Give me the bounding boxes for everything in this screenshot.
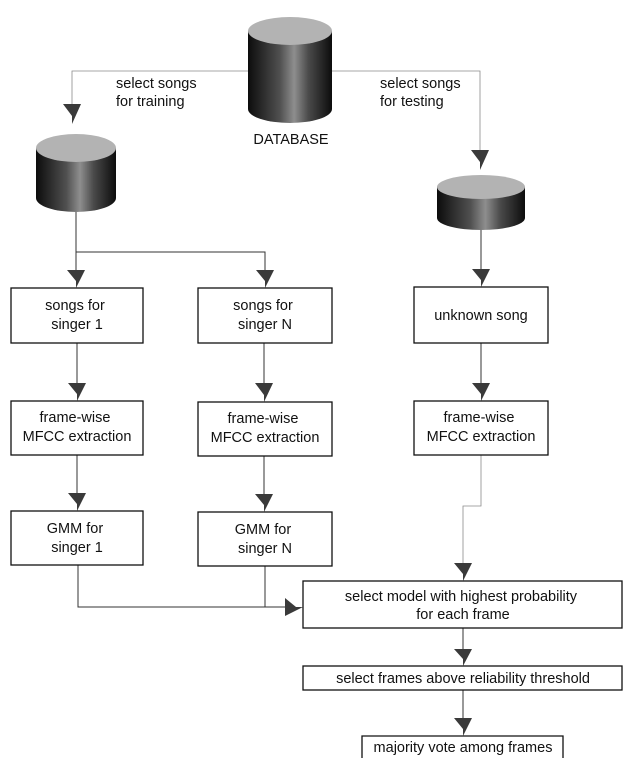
- training-songs-cylinder: [36, 134, 116, 212]
- svg-text:frame-wise MFCC extracti: frame-wise MFCC extraction: [211, 411, 320, 446]
- box-mfcc-singer-1-line-2: MFCC extraction: [23, 429, 132, 445]
- box-mfcc-unknown-line-1: frame-wise: [444, 410, 515, 426]
- edge-label-testing: select songs for testing: [380, 76, 465, 110]
- arrowhead-majority-vote: [454, 718, 472, 736]
- box-mfcc-singer-n-line-2: MFCC extraction: [211, 430, 320, 446]
- connectors: [71, 70, 482, 720]
- arrowhead-select-model-left: [285, 598, 303, 616]
- svg-text:unknown song: unknown song: [434, 308, 528, 324]
- box-mfcc-singer-n: frame-wise MFCC extraction: [197, 401, 333, 457]
- arrowhead-training-store: [63, 104, 81, 124]
- edge-label-testing-line-1: select songs: [380, 76, 461, 92]
- edge-label-training: select songs for training: [116, 76, 201, 110]
- svg-text:majority vote among frames: majority vote among frames: [374, 740, 553, 756]
- arrowhead-mfccn: [255, 383, 273, 402]
- connector-mfccu-to-select-model: [462, 455, 482, 565]
- box-gmm-singer-1: GMM for singer 1: [10, 510, 144, 566]
- testing-songs-cylinder: [437, 175, 525, 230]
- connector-gmms-to-select-model: [77, 565, 288, 608]
- arrowhead-testing-store: [471, 150, 489, 170]
- box-gmm-singer-n: GMM for singer N: [197, 511, 333, 567]
- box-majority-vote-line-1: majority vote among frames: [374, 740, 553, 756]
- box-select-model-line-2: for each frame: [416, 607, 510, 623]
- svg-text:songs for singer 1: songs for singer 1: [45, 298, 109, 333]
- edge-label-training-line-1: select songs: [116, 76, 197, 92]
- box-majority-vote: majority vote among frames: [361, 735, 564, 758]
- box-songs-singer-1-line-1: songs for: [45, 298, 105, 314]
- arrowhead-select-frames: [454, 649, 472, 666]
- svg-text:select model with highest prob: select model with highest probability fo…: [345, 589, 581, 623]
- box-select-frames: select frames above reliability threshol…: [302, 665, 623, 691]
- database-label: DATABASE: [253, 132, 329, 148]
- box-songs-singer-n-line-2: singer N: [238, 317, 292, 333]
- arrowheads: [63, 104, 490, 736]
- box-mfcc-singer-n-line-1: frame-wise: [228, 411, 299, 427]
- box-songs-singer-1: songs for singer 1: [10, 287, 144, 344]
- arrowhead-mfccu: [472, 383, 490, 401]
- arrowhead-select-model-top: [454, 563, 472, 581]
- box-songs-singer-n-line-1: songs for: [233, 298, 293, 314]
- svg-text:songs for singer N: songs for singer N: [233, 298, 297, 333]
- svg-text:GMM for singer N: GMM for singer N: [235, 522, 295, 557]
- arrowhead-mfcc1: [68, 383, 86, 401]
- svg-text:select frames above reliabilit: select frames above reliability threshol…: [336, 671, 590, 687]
- connector-training-split: [75, 212, 266, 272]
- box-gmm-singer-1-line-1: GMM for: [47, 521, 104, 537]
- box-songs-singer-n: songs for singer N: [197, 287, 333, 344]
- arrowhead-songsn: [256, 270, 274, 288]
- box-unknown-song: unknown song: [413, 286, 549, 344]
- box-gmm-singer-1-line-2: singer 1: [51, 540, 103, 556]
- arrowhead-unknown: [472, 269, 490, 287]
- arrowhead-gmmn: [255, 494, 273, 512]
- box-gmm-singer-n-line-1: GMM for: [235, 522, 292, 538]
- connector-db-to-training: [71, 70, 248, 104]
- box-songs-singer-1-line-2: singer 1: [51, 317, 103, 333]
- box-select-model: select model with highest probability fo…: [302, 580, 623, 629]
- connector-db-to-testing: [332, 70, 481, 150]
- box-mfcc-singer-1-line-1: frame-wise: [40, 410, 111, 426]
- box-select-model-line-1: select model with highest probability: [345, 589, 578, 605]
- box-gmm-singer-n-line-2: singer N: [238, 541, 292, 557]
- box-unknown-song-line-1: unknown song: [434, 308, 528, 324]
- box-mfcc-singer-1: frame-wise MFCC extraction: [10, 400, 144, 456]
- svg-text:frame-wise MFCC extracti: frame-wise MFCC extraction: [23, 410, 132, 445]
- edge-label-training-line-2: for training: [116, 94, 185, 110]
- svg-text:GMM for singer 1: GMM for singer 1: [47, 521, 107, 556]
- svg-text:frame-wise MFCC extracti: frame-wise MFCC extraction: [427, 410, 536, 445]
- box-mfcc-unknown: frame-wise MFCC extraction: [413, 400, 549, 456]
- box-select-frames-line-1: select frames above reliability threshol…: [336, 671, 590, 687]
- arrowhead-songs1: [67, 270, 85, 288]
- arrowhead-gmm1: [68, 493, 86, 511]
- database-cylinder: [248, 17, 332, 123]
- edge-label-testing-line-2: for testing: [380, 94, 444, 110]
- box-mfcc-unknown-line-2: MFCC extraction: [427, 429, 536, 445]
